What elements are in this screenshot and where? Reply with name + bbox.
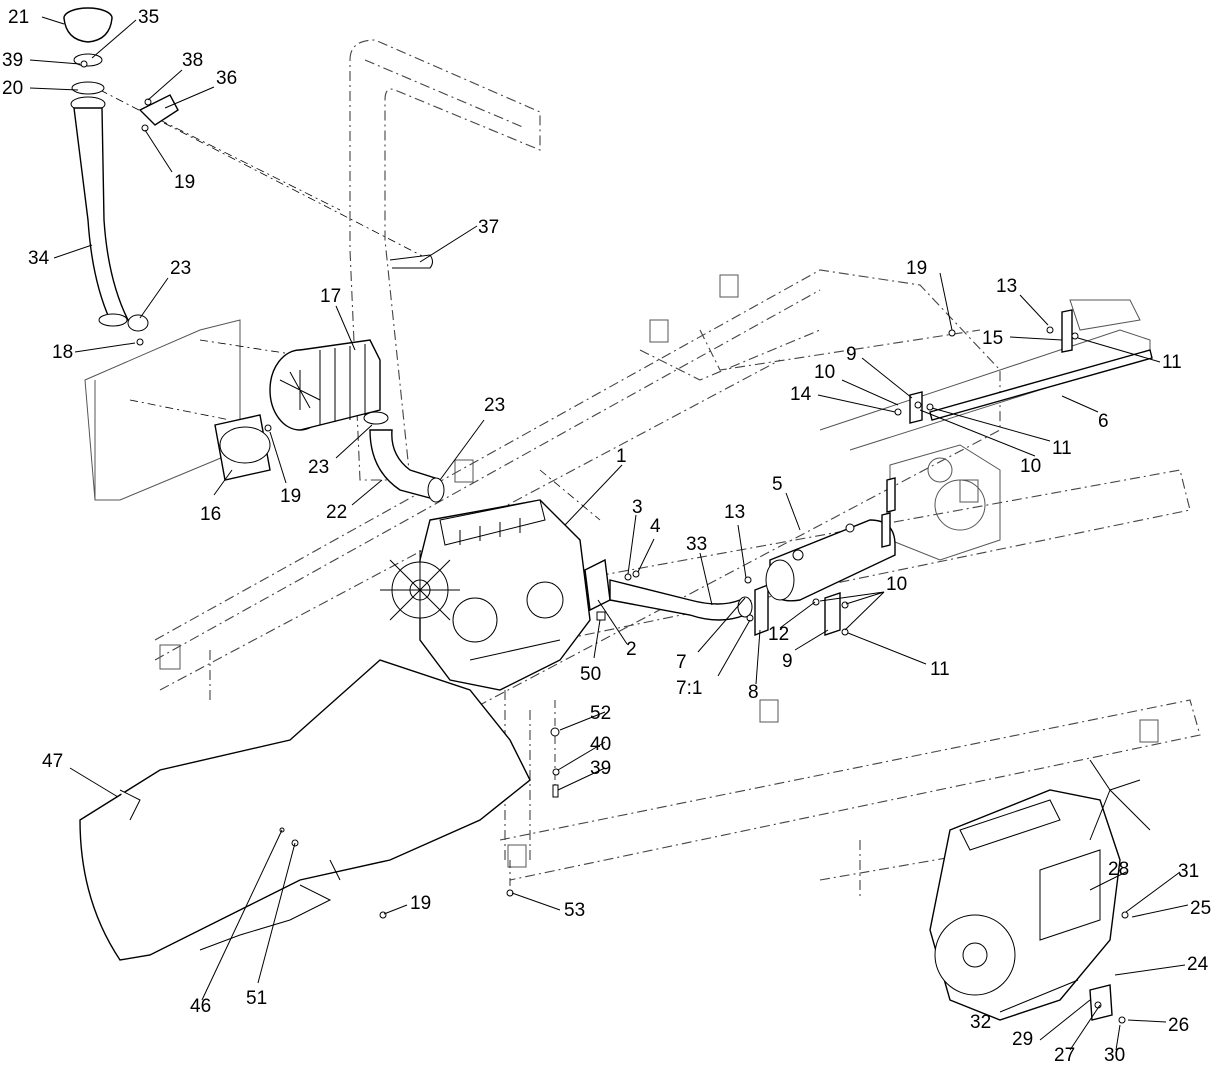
hose-clamp [427, 477, 445, 503]
callout-30: 30 [1104, 1045, 1125, 1066]
callout-2: 2 [626, 639, 637, 660]
mounting-bracket [138, 94, 179, 126]
callout-39: 39 [2, 50, 23, 71]
pump-bracket [886, 477, 896, 513]
air-cleaner [269, 339, 381, 431]
hose-clamp [363, 411, 389, 425]
callout-32: 32 [970, 1012, 991, 1033]
pipe-clamp [737, 596, 753, 618]
callout-4: 4 [650, 516, 661, 537]
callout-11: 11 [930, 659, 950, 680]
fasteners [80, 60, 1129, 1024]
callout-33: 33 [686, 534, 707, 555]
callout-10: 10 [1020, 456, 1041, 477]
callout-7: 7 [676, 652, 687, 673]
callout-9: 9 [782, 651, 793, 672]
exhaust-flange [584, 558, 611, 612]
callout-23: 23 [308, 457, 329, 478]
callout-21: 21 [8, 7, 29, 28]
engine [380, 499, 591, 691]
callout-16: 16 [200, 504, 221, 525]
callout-6: 6 [1098, 411, 1109, 432]
intake-tube [73, 107, 149, 332]
callout-38: 38 [182, 50, 203, 71]
belly-pan [79, 659, 531, 961]
callout-9: 9 [846, 344, 857, 365]
callout-53: 53 [564, 900, 585, 921]
callout-13: 13 [996, 276, 1017, 297]
upper-bracket-right [1061, 309, 1073, 353]
engine-rear-view [929, 759, 1151, 1021]
callout-28: 28 [1108, 859, 1129, 880]
callout-19: 19 [410, 893, 431, 914]
callout-24: 24 [1187, 954, 1209, 975]
callout-11: 11 [1162, 352, 1182, 373]
muffler-bracket [754, 583, 769, 637]
callout-3: 3 [632, 497, 643, 518]
air-duct [214, 414, 271, 481]
support-rod [929, 349, 1153, 421]
exhaust-pipe [609, 579, 746, 621]
callout-17: 17 [320, 286, 341, 307]
callout-46: 46 [190, 996, 211, 1017]
callout-13: 13 [724, 502, 745, 523]
callout-40: 40 [590, 734, 611, 755]
callout-7-1: 7:1 [676, 678, 702, 699]
callout-19: 19 [906, 258, 927, 279]
callout-8: 8 [748, 682, 759, 703]
callout-35: 35 [138, 7, 159, 28]
callout-36: 36 [216, 68, 237, 89]
callout-51: 51 [246, 988, 267, 1009]
callout-1: 1 [616, 446, 627, 467]
callout-47: 47 [42, 751, 63, 772]
callout-15: 15 [982, 328, 1003, 349]
callout-25: 25 [1190, 898, 1211, 919]
callout-12: 12 [768, 624, 789, 645]
callout-11: 11 [1052, 438, 1072, 459]
callout-10: 10 [814, 362, 835, 383]
callout-27: 27 [1054, 1045, 1075, 1066]
callout-5: 5 [772, 474, 783, 495]
hanger-rod [389, 254, 433, 269]
pump-bracket-2 [881, 512, 891, 548]
callout-23: 23 [484, 395, 505, 416]
callout-31: 31 [1178, 861, 1199, 882]
leader-lines [29, 16, 1189, 1051]
callout-19: 19 [280, 486, 301, 507]
callout-34: 34 [28, 248, 50, 269]
callout-18: 18 [52, 342, 73, 363]
callout-23: 23 [170, 258, 191, 279]
callout-14: 14 [790, 384, 812, 405]
callout-29: 29 [1012, 1029, 1033, 1050]
callout-22: 22 [326, 502, 347, 523]
callout-26: 26 [1168, 1015, 1189, 1036]
callout-19: 19 [174, 172, 195, 193]
air-cleaner-cap [63, 7, 113, 112]
callout-20: 20 [2, 78, 23, 99]
callout-10: 10 [886, 574, 907, 595]
muffler [765, 519, 896, 602]
callout-50: 50 [580, 664, 601, 685]
callout-37: 37 [478, 217, 499, 238]
intake-hose [369, 429, 436, 499]
muffler-bracket-lower [824, 592, 841, 636]
callout-labels: 21 35 39 38 20 36 19 37 34 23 19 13 17 1… [2, 7, 1211, 1066]
callout-52: 52 [590, 703, 611, 724]
callout-39: 39 [590, 758, 611, 779]
